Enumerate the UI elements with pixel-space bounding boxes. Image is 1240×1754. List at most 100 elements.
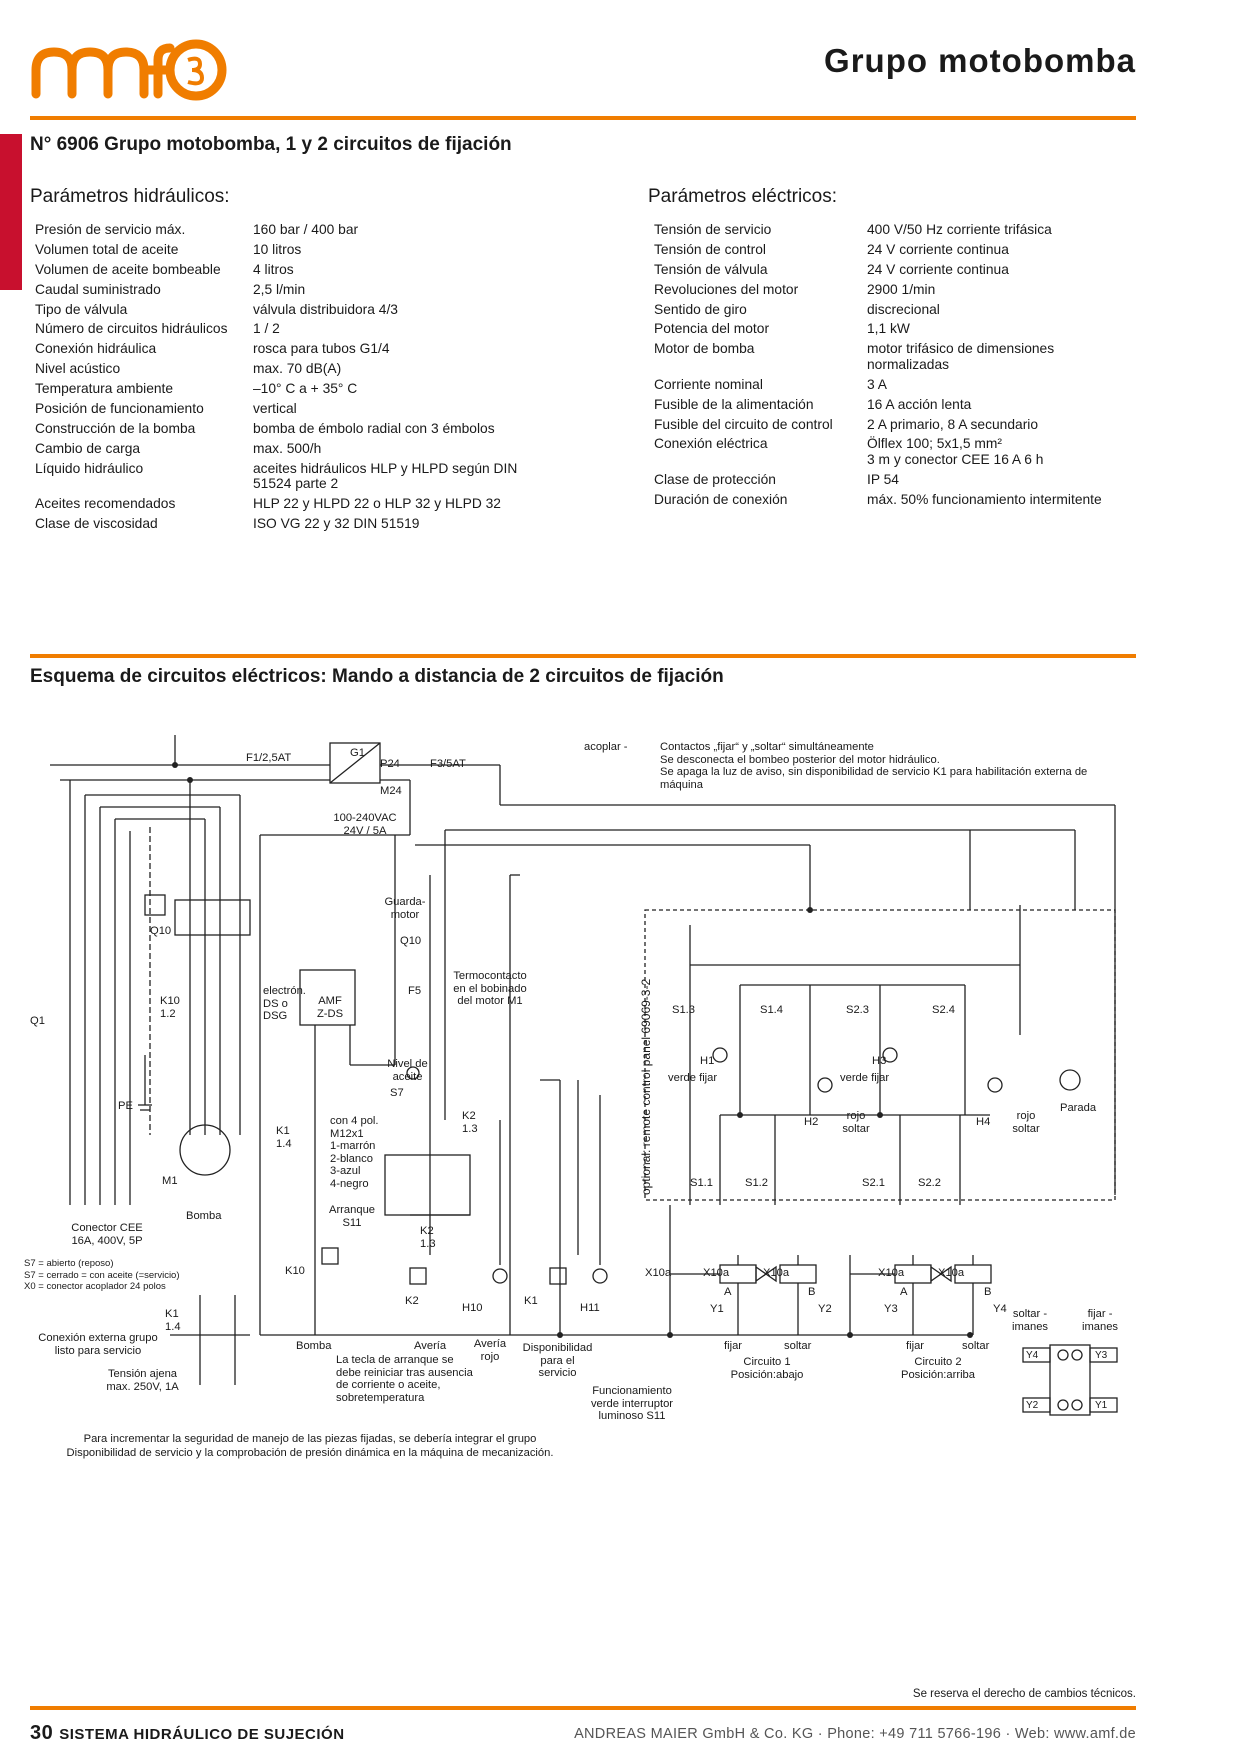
soltar-label-1: soltar (784, 1340, 812, 1352)
electrical-param-value: 1,1 kW (867, 321, 910, 337)
hydraulic-param-value: 4 litros (253, 261, 294, 277)
hydraulic-param-name: Líquido hidráulico (35, 460, 144, 476)
averia-label: Avería (414, 1340, 447, 1352)
pump-motor-label: Bomba (186, 1210, 222, 1222)
footer-rule (30, 1706, 1136, 1710)
verde-fijar-1: verde fijar (668, 1072, 718, 1084)
h3-label: H3 (872, 1055, 887, 1067)
q10b-label: Q10 (400, 935, 422, 947)
electrical-param-value: 400 V/50 Hz corriente trifásica (867, 222, 1052, 237)
hydraulic-param-name: Nivel acústico (35, 361, 121, 377)
electrical-row: Fusible de la alimentación 16 A acción le… (654, 397, 1102, 417)
legend-y1: Y1 (1095, 1400, 1108, 1411)
hydraulic-param-name: Clase de viscosidad (35, 515, 158, 531)
hydraulic-param-name: Posición de funcionamiento (35, 401, 204, 417)
electrical-param-value: 3 A (867, 376, 887, 392)
remote-panel-label: optional: remote control panel 69069-3-2 (639, 978, 653, 1195)
s23-label: S2.3 (846, 1004, 870, 1016)
electrical-param-name: Sentido de giro (654, 301, 747, 317)
electrical-row: Sentido de giro discrecional (654, 302, 1102, 322)
electrical-param-name: Tensión de control (654, 241, 766, 257)
valve-b-label-1: B (808, 1286, 816, 1298)
x10a-label-5: X10a (938, 1267, 965, 1279)
k1-14b-label: K1 1.4 (165, 1308, 181, 1333)
hydraulic-param-value: bomba de émbolo radial con 3 émbolos (253, 420, 495, 436)
electrical-param-value: discrecional (867, 301, 940, 317)
electrical-param-value: motor trifásico de dimensiones normaliza… (867, 341, 1055, 372)
q10-label: Q10 (150, 925, 172, 937)
pe-label: PE (118, 1100, 133, 1112)
legend-y2: Y2 (1026, 1400, 1039, 1411)
amf-logo (30, 36, 230, 106)
parada-label: Parada (1060, 1102, 1097, 1114)
footer-company: ANDREAS MAIER GmbH & Co. KG · Phone: +49… (574, 1726, 1136, 1742)
disponibilidad-label: Disponibilidad para el servicio (522, 1342, 593, 1379)
arranque-label: Arranque S11 (328, 1204, 376, 1229)
electrical-row: Revoluciones del motor 2900 1/min (654, 282, 1102, 302)
fijar-imanes-label: fijar - imanes (1081, 1308, 1119, 1333)
circuito-2-label: Circuito 2 Posición:arriba (901, 1356, 975, 1381)
electrical-param-name: Fusible del circuito de control (654, 416, 833, 432)
electrical-param-name: Tensión de válvula (654, 261, 768, 277)
q1-label: Q1 (30, 1015, 45, 1027)
acoplar-text: Contactos „fijar“ y „soltar“ simultáneam… (660, 741, 1088, 791)
electrical-param-value: 16 A acción lenta (867, 396, 972, 412)
k1-label: K1 (524, 1295, 538, 1307)
m1-label: M1 (162, 1175, 178, 1187)
hydraulic-param-name: Volumen total de aceite (35, 241, 179, 257)
electrical-param-name: Duración de conexión (654, 491, 788, 507)
electrical-schematic (50, 735, 1118, 1416)
schematic-rule (30, 654, 1136, 658)
electrical-row: Tensión de válvula 24 V corriente continu… (654, 262, 1102, 282)
electrical-param-value: 24 V corriente continua (867, 241, 1009, 257)
y3-label: Y3 (884, 1303, 898, 1315)
s11-label: S1.1 (690, 1177, 714, 1189)
y2-label: Y2 (818, 1303, 832, 1315)
hydraulic-param-value: max. 70 dB(A) (253, 361, 342, 377)
hydraulic-param-name: Tipo de válvula (35, 301, 128, 317)
electrical-param-value: 24 V corriente continua (867, 261, 1009, 277)
electrical-row: Tensión de control 24 V corriente continu… (654, 242, 1102, 262)
electrical-param-name: Fusible de la alimentación (654, 396, 814, 412)
s13-label: S1.3 (672, 1004, 696, 1016)
rojo-soltar-2: rojo soltar (1012, 1110, 1040, 1135)
electrical-param-value: IP 54 (867, 471, 899, 487)
hydraulic-row: Nivel acústico max. 70 dB(A) (35, 361, 517, 381)
electrical-param-name: Corriente nominal (654, 376, 763, 392)
hydraulic-param-name: Caudal suministrado (35, 281, 161, 297)
electrical-param-value: 2 A primario, 8 A secundario (867, 416, 1039, 432)
nivel-aceite-label: Nivel de aceite (387, 1058, 428, 1083)
hydraulic-param-value: –10° C a + 35° C (253, 381, 358, 397)
f3-fuse-label: F3/5AT (430, 758, 466, 770)
valve-a-label-2: A (900, 1286, 908, 1298)
legend-y4: Y4 (1026, 1350, 1039, 1361)
guardamotor-label: Guarda- motor (384, 896, 426, 921)
electrical-param-value: 2900 1/min (867, 281, 936, 297)
h11-label: H11 (580, 1302, 600, 1314)
amf-zds-label: AMF Z-DS (316, 995, 344, 1020)
psu-label: 100-240VAC 24V / 5A (333, 812, 397, 837)
tecla-note: La tecla de arranque se debe reiniciar t… (336, 1354, 473, 1404)
electrical-param-name: Revoluciones del motor (654, 281, 799, 297)
termocontacto-label: Termocontacto en el bobinado del motor M… (453, 970, 527, 1007)
s14-label: S1.4 (760, 1004, 784, 1016)
hydraulic-row: Temperatura ambiente –10° C a + 35° C (35, 381, 517, 401)
f5-label: F5 (408, 985, 422, 997)
electrical-param-name: Tensión de servicio (654, 222, 772, 237)
page-title: Grupo motobomba (824, 42, 1136, 79)
k2-label: K2 (405, 1295, 419, 1307)
hydraulic-param-name: Presión de servicio máx. (35, 222, 186, 237)
page-number: 30 (30, 1722, 54, 1744)
